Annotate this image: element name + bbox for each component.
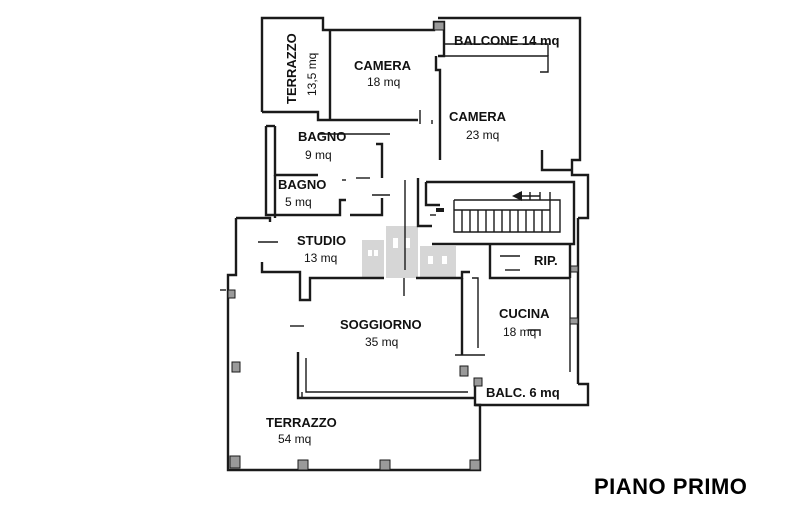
bagno-2-label: BAGNO (278, 177, 326, 192)
camera-1-label: CAMERA (354, 58, 412, 73)
studio-area: 13 mq (304, 251, 337, 265)
cucina-label: CUCINA (499, 306, 550, 321)
room-labels: TERRAZZO 13,5 mq CAMERA 18 mq BALCONE 14… (266, 33, 560, 446)
terrazzo-top-label: TERRAZZO (284, 33, 299, 104)
camera-2-area: 23 mq (466, 128, 499, 142)
camera-2-label: CAMERA (449, 109, 507, 124)
camera-1-area: 18 mq (367, 75, 400, 89)
cucina-area: 18 mq (503, 325, 536, 339)
bagno-2-area: 5 mq (285, 195, 312, 209)
terrazzo-bottom-label: TERRAZZO (266, 415, 337, 430)
watermark-logo (362, 226, 456, 278)
bagno-1-label: BAGNO (298, 129, 346, 144)
interior-walls (258, 30, 576, 400)
page-title: PIANO PRIMO (594, 474, 747, 499)
soggiorno-label: SOGGIORNO (340, 317, 422, 332)
soggiorno-area: 35 mq (365, 335, 398, 349)
studio-label: STUDIO (297, 233, 346, 248)
rip-label: RIP. (534, 253, 558, 268)
balc-label: BALC. 6 mq (486, 385, 560, 400)
bagno-1-area: 9 mq (305, 148, 332, 162)
balcone-label: BALCONE 14 mq (454, 33, 560, 48)
outer-walls (220, 16, 590, 472)
terrazzo-top-area: 13,5 mq (305, 53, 319, 96)
terrazzo-bottom-area: 54 mq (278, 432, 311, 446)
staircase (424, 180, 576, 246)
